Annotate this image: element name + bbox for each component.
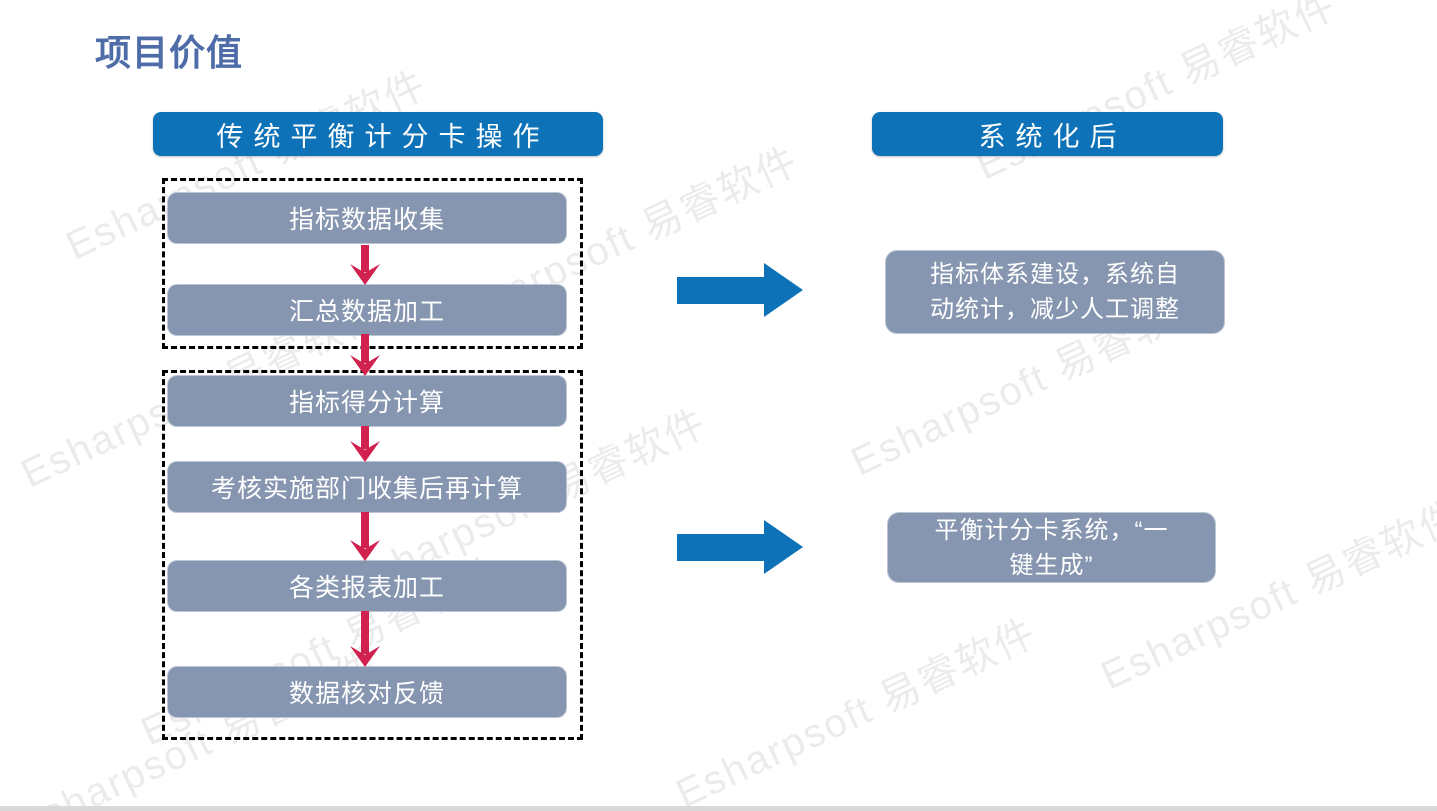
- arrow-right-icon: [677, 263, 803, 317]
- arrow-down-icon: [350, 334, 380, 376]
- page-title: 项目价值: [95, 32, 244, 73]
- arrow-down-icon: [350, 245, 380, 285]
- flow-step-4: 考核实施部门收集后再计算: [167, 461, 567, 513]
- flow-step-5: 各类报表加工: [167, 560, 567, 612]
- result-box-2-line-1: 平衡计分卡系统，“一: [934, 516, 1169, 544]
- flow-step-1: 指标数据收集: [167, 192, 567, 244]
- left-column-header: 传统平衡计分卡操作: [153, 112, 603, 156]
- arrow-down-icon: [350, 611, 380, 667]
- flow-step-6: 数据核对反馈: [167, 666, 567, 718]
- result-box-2: 平衡计分卡系统，“一 键生成”: [887, 512, 1216, 583]
- arrow-right-icon: [677, 520, 803, 574]
- result-box-2-line-2: 键生成”: [1009, 551, 1094, 579]
- slide-bottom-edge: [0, 806, 1437, 811]
- watermark: Esharpsoft 易睿软件: [969, 0, 1344, 189]
- result-box-1-line-2: 动统计，减少人工调整: [930, 296, 1180, 323]
- result-box-1: 指标体系建设，系统自 动统计，减少人工调整: [885, 250, 1225, 334]
- flow-step-3: 指标得分计算: [167, 375, 567, 427]
- arrow-down-icon: [350, 512, 380, 561]
- result-box-1-line-1: 指标体系建设，系统自: [930, 261, 1180, 288]
- flow-group-1-frame: [162, 178, 583, 349]
- flow-group-2-frame: [162, 370, 583, 740]
- arrow-down-icon: [350, 426, 380, 462]
- flow-step-2: 汇总数据加工: [167, 284, 567, 336]
- right-column-header: 系统化后: [872, 112, 1223, 156]
- watermark: Esharpsoft 易睿软件: [669, 610, 1044, 811]
